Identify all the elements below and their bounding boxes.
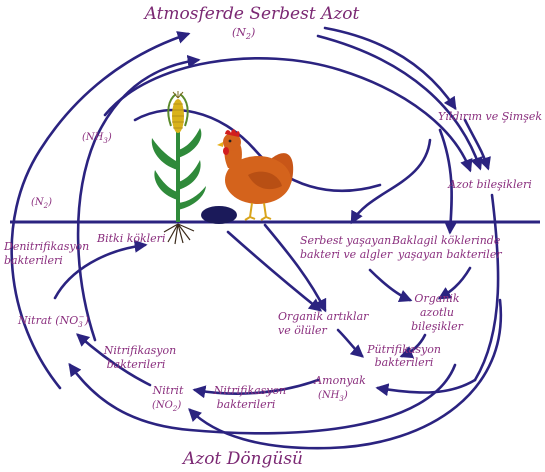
label-ammonia-formula: (NH3) [318, 390, 348, 403]
title: Atmosferde Serbest Azot [143, 4, 360, 24]
arrow-nh3-to-atmosphere [76, 54, 201, 342]
arrow-right-to-nitrate [68, 362, 457, 435]
arrow-ammonia-to-nitrite [192, 378, 320, 399]
label-free-living-1: Serbest yaşayan [300, 234, 391, 247]
label-organic-waste-1: Organik artıklar [278, 310, 369, 323]
label-legume-1: Baklagil köklerinde [391, 234, 501, 247]
hen-icon [217, 129, 294, 221]
label-denitrifying-2: bakterileri [4, 254, 63, 267]
label-free-living-2: bakteri ve algler [300, 248, 393, 261]
corn-plant-icon [151, 91, 206, 245]
label-legume-2: yaşayan bakteriler [397, 248, 502, 261]
arrow-atmosphere-to-free-living [350, 138, 432, 225]
arrow-compounds-to-ammonia [375, 378, 477, 397]
arrow-inner-loop [133, 108, 382, 193]
label-lightning: Yıldırım ve Şimşek [438, 110, 542, 123]
caption: Azot Döngüsü [181, 449, 303, 469]
label-nitrifying-right-2: bakterileri [217, 398, 276, 411]
label-putrefaction-1: Pütrifikasyon [366, 343, 441, 356]
label-nitrifying-left-1: Nitrifikasyon [103, 344, 176, 357]
arrow-waste-to-ammonia [336, 328, 364, 358]
label-n2-left: (N2) [31, 197, 52, 210]
label-nh3-top: (NH3) [82, 132, 112, 145]
title-formula: (N2) [232, 26, 255, 41]
label-nitrifying-left-2: bakterileri [107, 358, 166, 371]
label-organic-3: bileşikler [411, 320, 463, 333]
arrow-nitrite-to-nitrate [76, 333, 152, 387]
arrow-lightning-to-compounds [463, 118, 491, 171]
label-nitrite: Nitrit [152, 384, 184, 397]
arrow-organic-to-ammonia [399, 333, 427, 359]
label-nitrate: Nitrat (NO3−) [17, 313, 89, 329]
arrow-nitrate-to-roots [53, 239, 148, 300]
arrow-atmosphere-to-lightning [323, 26, 457, 111]
label-organic-1: Organik [414, 292, 459, 305]
label-organic-2: azotlu [420, 306, 454, 319]
label-putrefaction-2: bakterileri [375, 356, 434, 369]
label-ammonia: Amonyak [313, 374, 366, 387]
label-plant-roots: Bitki kökleri [96, 232, 165, 245]
burrow-icon [201, 206, 237, 224]
label-organic-waste-2: ve ölüler [278, 324, 327, 337]
arrow-free-living-to-organic [368, 268, 413, 302]
arrow-sweep-to-compounds [103, 57, 473, 173]
label-denitrifying-1: Denitrifikasyon [3, 240, 89, 253]
label-nitrite-formula: (NO2) [152, 400, 181, 413]
arrow-legume-to-organic [437, 266, 472, 300]
arrow-denitrification-to-atmosphere [10, 31, 191, 390]
arrow-plant-to-waste [226, 230, 323, 312]
arrow-atmosphere-to-legume [438, 128, 458, 235]
arrow-compounds-down [473, 193, 500, 382]
arrow-atmosphere-to-compounds [316, 34, 483, 171]
label-nitrifying-right-1: Nitrifikasyon [213, 384, 286, 397]
label-nitrogen-compounds: Azot bileşikleri [447, 178, 532, 191]
